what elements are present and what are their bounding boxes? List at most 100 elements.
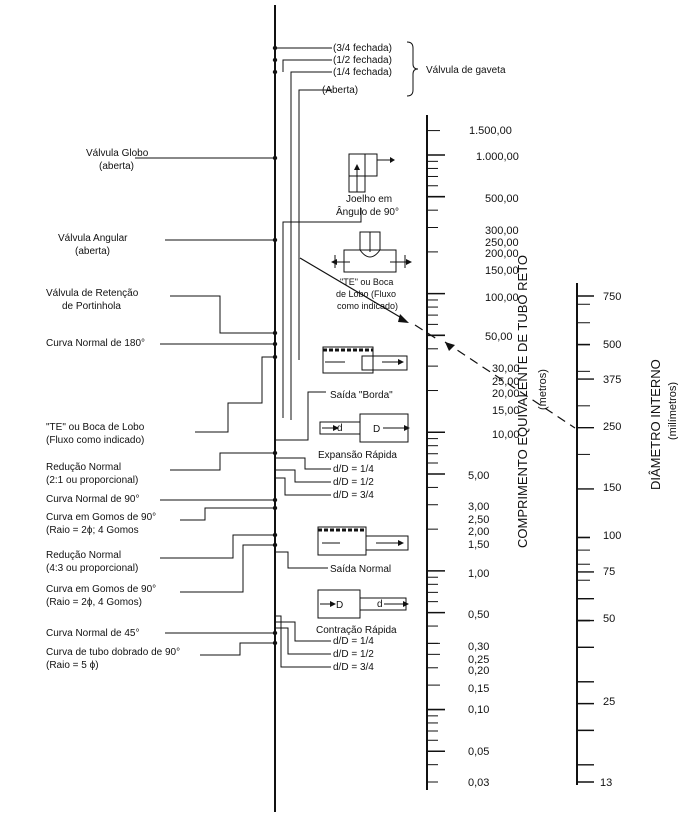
label-te-icon-3: como indicado) — [337, 301, 398, 311]
label-contracao: Contração Rápida — [316, 625, 397, 636]
length-tick-0-1: 0,10 — [468, 704, 489, 716]
label-curva-180: Curva Normal de 180° — [46, 338, 145, 349]
length-tick-2: 2,00 — [468, 526, 489, 538]
length-tick-15: 15,00 — [492, 405, 520, 417]
label-valvula-gaveta: Válvula de gaveta — [426, 65, 506, 76]
normal-outlet-icon: Saída Normal — [275, 526, 409, 575]
label-d-big-2: D — [336, 600, 343, 611]
gate-valve-group: (3/4 fechada) (1/2 fechada) (1/4 fechada… — [275, 41, 506, 420]
length-tick-1-5: 1,50 — [468, 539, 489, 551]
label-con-1-2: d/D = 1/2 — [333, 649, 374, 660]
borda-outlet-icon: Saída "Borda" — [275, 346, 408, 441]
diameter-tick-75: 75 — [603, 566, 615, 578]
label-reducao-normal-2: Redução Normal — [46, 550, 121, 561]
gate-brace — [406, 41, 419, 97]
label-valvula-retencao-sub: de Portinhola — [62, 301, 121, 312]
label-curva-gomos-2-sub: (Raio = 2ϕ, 4 Gomos) — [46, 597, 142, 608]
label-con-1-4: d/D = 1/4 — [333, 636, 374, 647]
label-saida-normal: Saída Normal — [330, 564, 391, 575]
length-tick-3: 3,00 — [468, 501, 489, 513]
label-d-small: d — [337, 423, 343, 434]
label-valvula-globo-sub: (aberta) — [99, 161, 134, 172]
label-curva-gomos-1: Curva em Gomos de 90° — [46, 512, 156, 523]
diameter-tick-labels: 750 500 375 250 150 100 75 50 25 13 — [600, 291, 621, 789]
diameter-tick-150: 150 — [603, 482, 621, 494]
label-curva-dobrado-sub: (Raio = 5 ϕ) — [46, 660, 99, 671]
label-d-big: D — [373, 424, 380, 435]
left-labels: Válvula Globo (aberta) Válvula Angular (… — [46, 148, 275, 671]
length-tick-5: 5,00 — [468, 470, 489, 482]
length-axis-unit: (metros) — [537, 369, 549, 410]
label-reducao-normal-2-sub: (4:3 ou proporcional) — [46, 563, 138, 574]
length-tick-300: 300,00 — [485, 225, 519, 237]
label-curva-gomos-2: Curva em Gomos de 90° — [46, 584, 156, 595]
expansion-icon: d D Expansão Rápida d/D = 1/4 d/D = 1/2 … — [275, 413, 410, 501]
diameter-axis-ticks — [577, 295, 594, 783]
length-axis-ticks — [427, 130, 445, 783]
label-te-lobo-sub: (Fluxo como indicado) — [46, 435, 144, 446]
label-exp-1-2: d/D = 1/2 — [333, 477, 374, 488]
length-tick-0-03: 0,03 — [468, 777, 489, 789]
label-exp-3-4: d/D = 3/4 — [333, 490, 374, 501]
label-reducao-normal-1-sub: (2:1 ou proporcional) — [46, 475, 138, 486]
label-joelho-angulo: Ângulo de 90° — [336, 205, 399, 218]
elbow-fitting-icon: Joelho em Ângulo de 90° — [282, 153, 399, 418]
length-tick-1: 1,00 — [468, 568, 489, 580]
label-gaveta-1-4: (1/4 fechada) — [333, 67, 392, 78]
length-tick-0-05: 0,05 — [468, 746, 489, 758]
diameter-tick-250: 250 — [603, 421, 621, 433]
diameter-axis-title: DIÂMETRO INTERNO — [648, 359, 663, 490]
contraction-icon: D d Contração Rápida d/D = 1/4 d/D = 1/2… — [275, 589, 409, 673]
length-tick-100: 100,00 — [485, 292, 519, 304]
length-tick-200: 200,00 — [485, 248, 519, 260]
length-tick-1000: 1.000,00 — [476, 151, 519, 163]
length-tick-0-15: 0,15 — [468, 683, 489, 695]
diameter-tick-375: 375 — [603, 374, 621, 386]
length-tick-0-25: 0,25 — [468, 654, 489, 666]
diameter-tick-500: 500 — [603, 339, 621, 351]
length-tick-150: 150,00 — [485, 265, 519, 277]
diameter-tick-750: 750 — [603, 291, 621, 303]
label-saida-borda: Saída "Borda" — [330, 390, 393, 401]
label-reducao-normal-1: Redução Normal — [46, 462, 121, 473]
label-curva-90: Curva Normal de 90° — [46, 494, 139, 505]
tee-fitting-icon: "TE" ou Boca de Lobo (Fluxo como indicad… — [331, 231, 412, 311]
label-gaveta-3-4: (3/4 fechada) — [333, 43, 392, 54]
label-te-icon-1: "TE" ou Boca — [340, 277, 393, 287]
length-tick-500: 500,00 — [485, 193, 519, 205]
label-gaveta-1-2: (1/2 fechada) — [333, 55, 392, 66]
length-tick-0-5: 0,50 — [468, 609, 489, 621]
length-tick-10: 10,00 — [492, 429, 520, 441]
length-tick-labels: 1.500,00 1.000,00 500,00 300,00 250,00 2… — [468, 125, 520, 789]
label-expansao: Expansão Rápida — [318, 450, 397, 461]
label-valvula-angular-sub: (aberta) — [75, 246, 110, 257]
length-tick-20: 20,00 — [492, 388, 520, 400]
label-te-icon-2: de Lobo (Fluxo — [336, 289, 396, 299]
label-joelho: Joelho em — [346, 194, 392, 205]
label-exp-1-4: d/D = 1/4 — [333, 464, 374, 475]
label-d-small-2: d — [377, 599, 383, 610]
length-tick-50: 50,00 — [485, 331, 513, 343]
diameter-tick-25: 25 — [603, 696, 615, 708]
label-te-lobo: "TE" ou Boca de Lobo — [46, 422, 145, 433]
length-tick-2-5: 2,50 — [468, 514, 489, 526]
axis-dots — [272, 45, 278, 646]
length-tick-250: 250,00 — [485, 237, 519, 249]
length-tick-25: 25,00 — [492, 376, 520, 388]
label-curva-dobrado: Curva de tubo dobrado de 90° — [46, 647, 180, 658]
example-line — [299, 257, 576, 429]
label-valvula-angular: Válvula Angular — [58, 233, 128, 244]
diameter-axis-unit: (milímetros) — [667, 382, 678, 440]
label-valvula-globo: Válvula Globo — [86, 148, 149, 159]
diameter-tick-13: 13 — [600, 777, 612, 789]
label-curva-gomos-1-sub: (Raio = 2ϕ; 4 Gomos — [46, 525, 139, 536]
length-tick-0-3: 0,30 — [468, 641, 489, 653]
length-tick-1500: 1.500,00 — [469, 125, 512, 137]
label-valvula-retencao: Válvula de Retenção — [46, 288, 139, 299]
label-curva-45: Curva Normal de 45° — [46, 628, 139, 639]
label-con-3-4: d/D = 3/4 — [333, 662, 374, 673]
length-tick-0-2: 0,20 — [468, 665, 489, 677]
length-tick-30: 30,00 — [492, 363, 520, 375]
